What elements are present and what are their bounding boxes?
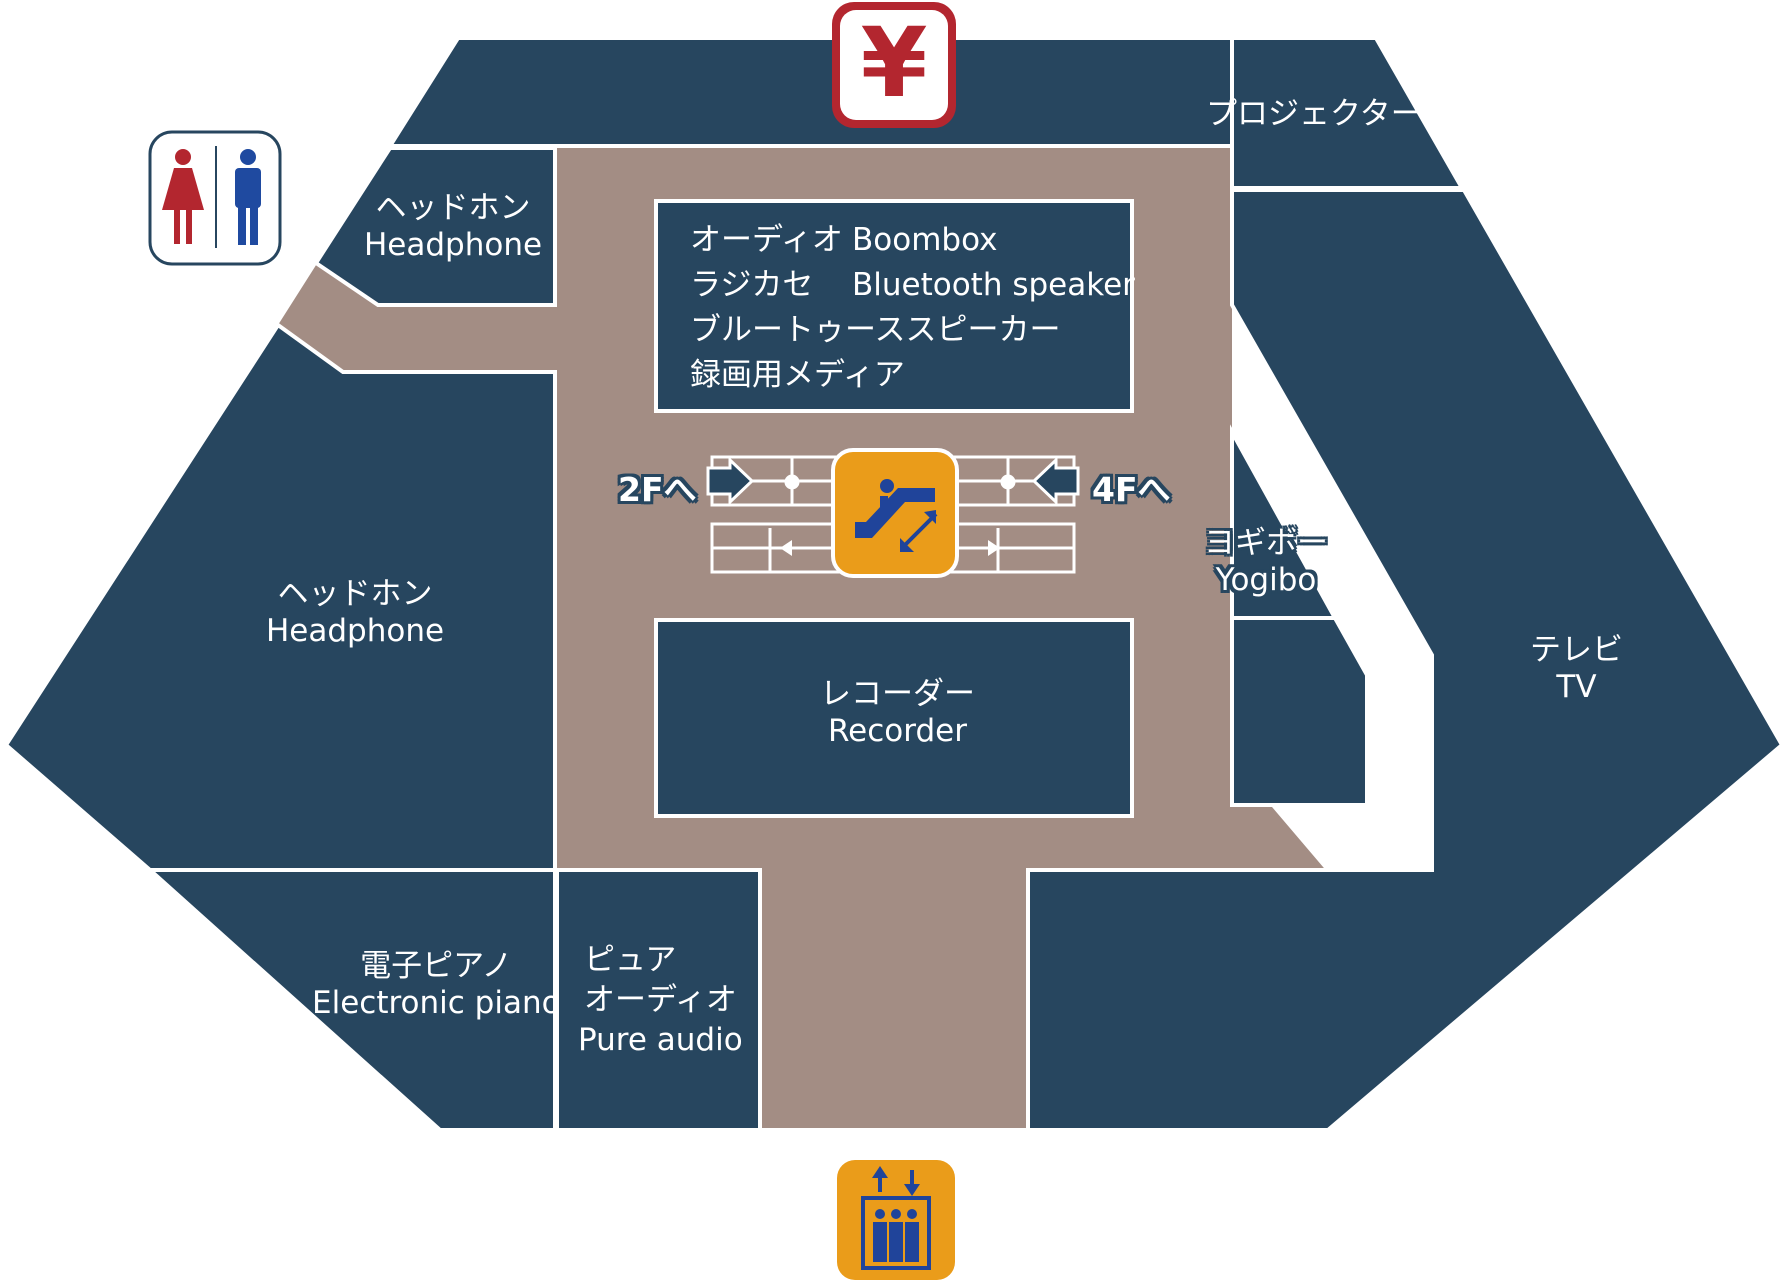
pure-audio-ja-1: ピュア [584, 942, 677, 978]
label-audio-ja: オーディオ ラジカセ ブルートゥーススピーカー 録画用メディア [690, 218, 1060, 398]
yen-icon[interactable] [832, 2, 956, 128]
headphone-left-en: Headphone [266, 613, 445, 649]
zone-headphone-top[interactable] [313, 146, 557, 307]
label-pure-audio: ピュア オーディオ Pure audio [578, 940, 743, 1060]
zone-top-band[interactable] [386, 36, 1234, 148]
audio-en-line-1: Boombox [852, 222, 998, 258]
zone-yogibo-lower[interactable] [1230, 616, 1369, 807]
label-headphone-top: ヘッドホン Headphone [364, 190, 542, 264]
pure-audio-en: Pure audio [578, 1022, 743, 1058]
audio-line-1: オーディオ [690, 222, 843, 258]
headphone-left-ja: ヘッドホン [277, 576, 433, 612]
piano-ja: 電子ピアノ [360, 948, 513, 984]
audio-en-line-2: Bluetooth speaker [852, 267, 1135, 303]
tv-ja: テレビ [1530, 632, 1623, 668]
label-recorder: レコーダー Recorder [820, 676, 975, 750]
audio-line-2: ラジカセ [690, 267, 814, 303]
zone-recorder[interactable] [654, 618, 1134, 818]
tv-en: TV [1556, 669, 1597, 705]
restroom-icon[interactable] [148, 130, 282, 266]
escalator-icon[interactable] [831, 448, 959, 578]
zone-audio[interactable] [654, 199, 1134, 413]
pure-audio-ja-2: オーディオ [584, 982, 737, 1018]
recorder-en: Recorder [828, 713, 967, 749]
male-icon [240, 149, 256, 165]
label-headphone-left: ヘッドホン Headphone [266, 576, 444, 650]
label-electronic-piano: 電子ピアノ Electronic piano [312, 948, 561, 1022]
yen-symbol: ¥ [860, 7, 928, 119]
audio-line-3: ブルートゥーススピーカー [690, 312, 1061, 348]
label-projector: プロジェクター [1206, 96, 1422, 133]
yogibo-ja: ヨギボー [1204, 525, 1328, 561]
label-yogibo: ヨギボー Yogibo [1204, 525, 1328, 599]
female-icon [175, 149, 191, 165]
escalator-to-2f: 2Fへ [618, 470, 697, 509]
zone-tv[interactable] [1026, 188, 1784, 1132]
headphone-top-en: Headphone [364, 227, 543, 263]
elevator-icon[interactable] [837, 1160, 955, 1280]
headphone-top-ja: ヘッドホン [375, 190, 531, 226]
projector-ja: プロジェクター [1206, 96, 1422, 132]
escalator-to-4f: 4Fへ [1092, 470, 1171, 509]
zone-pure-audio[interactable] [555, 868, 762, 1132]
yogibo-en: Yogibo [1215, 562, 1317, 598]
audio-line-4: 録画用メディア [690, 357, 905, 393]
label-audio-en: Boombox Bluetooth speaker [852, 218, 1135, 308]
label-tv: テレビ TV [1530, 632, 1623, 706]
recorder-ja: レコーダー [820, 676, 975, 712]
piano-en: Electronic piano [312, 985, 561, 1021]
